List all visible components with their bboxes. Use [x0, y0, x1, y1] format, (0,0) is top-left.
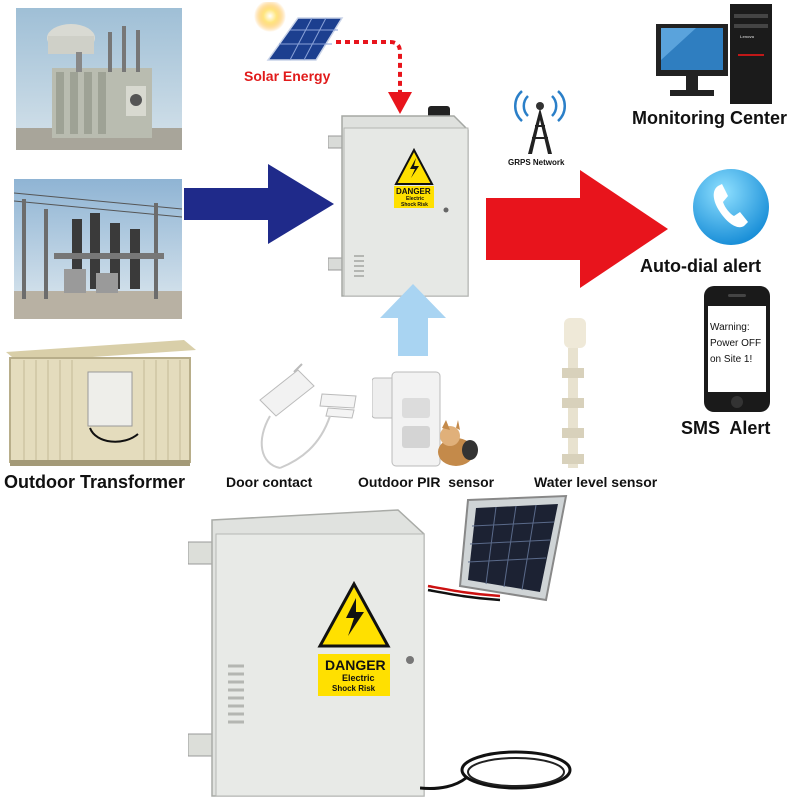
water-level-sensor-photo — [548, 318, 594, 470]
small-danger-line1: Electric — [406, 196, 425, 202]
auto-dial-alert-label: Auto-dial alert — [640, 256, 762, 276]
outdoor-pir-sensor-label: Outdoor PIR sensor — [358, 474, 495, 490]
small-danger-line2: Shock Risk — [401, 202, 428, 208]
large-danger-line1: Electric — [342, 673, 375, 683]
outdoor-transformer-photo — [4, 328, 198, 468]
lightning-warning-icon — [317, 580, 391, 648]
large-danger-line2: Shock Risk — [332, 684, 376, 693]
sms-line2: Power OFF — [710, 338, 762, 349]
sms-line3: on Site 1! — [710, 354, 753, 365]
grps-network-label: GRPS Network — [508, 158, 565, 167]
monitor-brand: Lenovo — [740, 34, 755, 39]
monitoring-computer-icon — [656, 4, 774, 104]
door-contact-label: Door contact — [226, 474, 313, 490]
sensor-input-arrow — [380, 284, 446, 356]
solar-energy-label: Solar Energy — [244, 68, 331, 84]
solar-panel-photo — [420, 490, 570, 610]
sms-line1: Warning: — [710, 322, 750, 333]
antenna-tower-icon — [512, 86, 568, 156]
output-arrow — [486, 170, 670, 288]
input-arrow — [184, 164, 336, 244]
pir-sensor-photo — [372, 368, 482, 470]
control-box-large — [188, 500, 430, 798]
control-box-small — [328, 106, 478, 302]
smartphone-icon — [704, 286, 770, 412]
sms-alert-label: SMS Alert — [681, 418, 771, 438]
phone-handset-icon — [690, 166, 772, 248]
power-transformer-photo — [16, 8, 182, 150]
small-danger-title: DANGER — [396, 187, 431, 196]
cable-coil — [420, 740, 580, 798]
outdoor-transformer-label: Outdoor Transformer — [4, 472, 186, 492]
door-contact-sensor-photo — [250, 360, 376, 472]
solar-panel-icon — [250, 2, 350, 68]
water-level-sensor-label: Water level sensor — [534, 474, 658, 490]
monitoring-center-label: Monitoring Center — [632, 108, 787, 128]
solar-dotted-arrow — [330, 30, 430, 116]
substation-photo — [14, 179, 182, 319]
large-danger-title: DANGER — [325, 657, 386, 673]
